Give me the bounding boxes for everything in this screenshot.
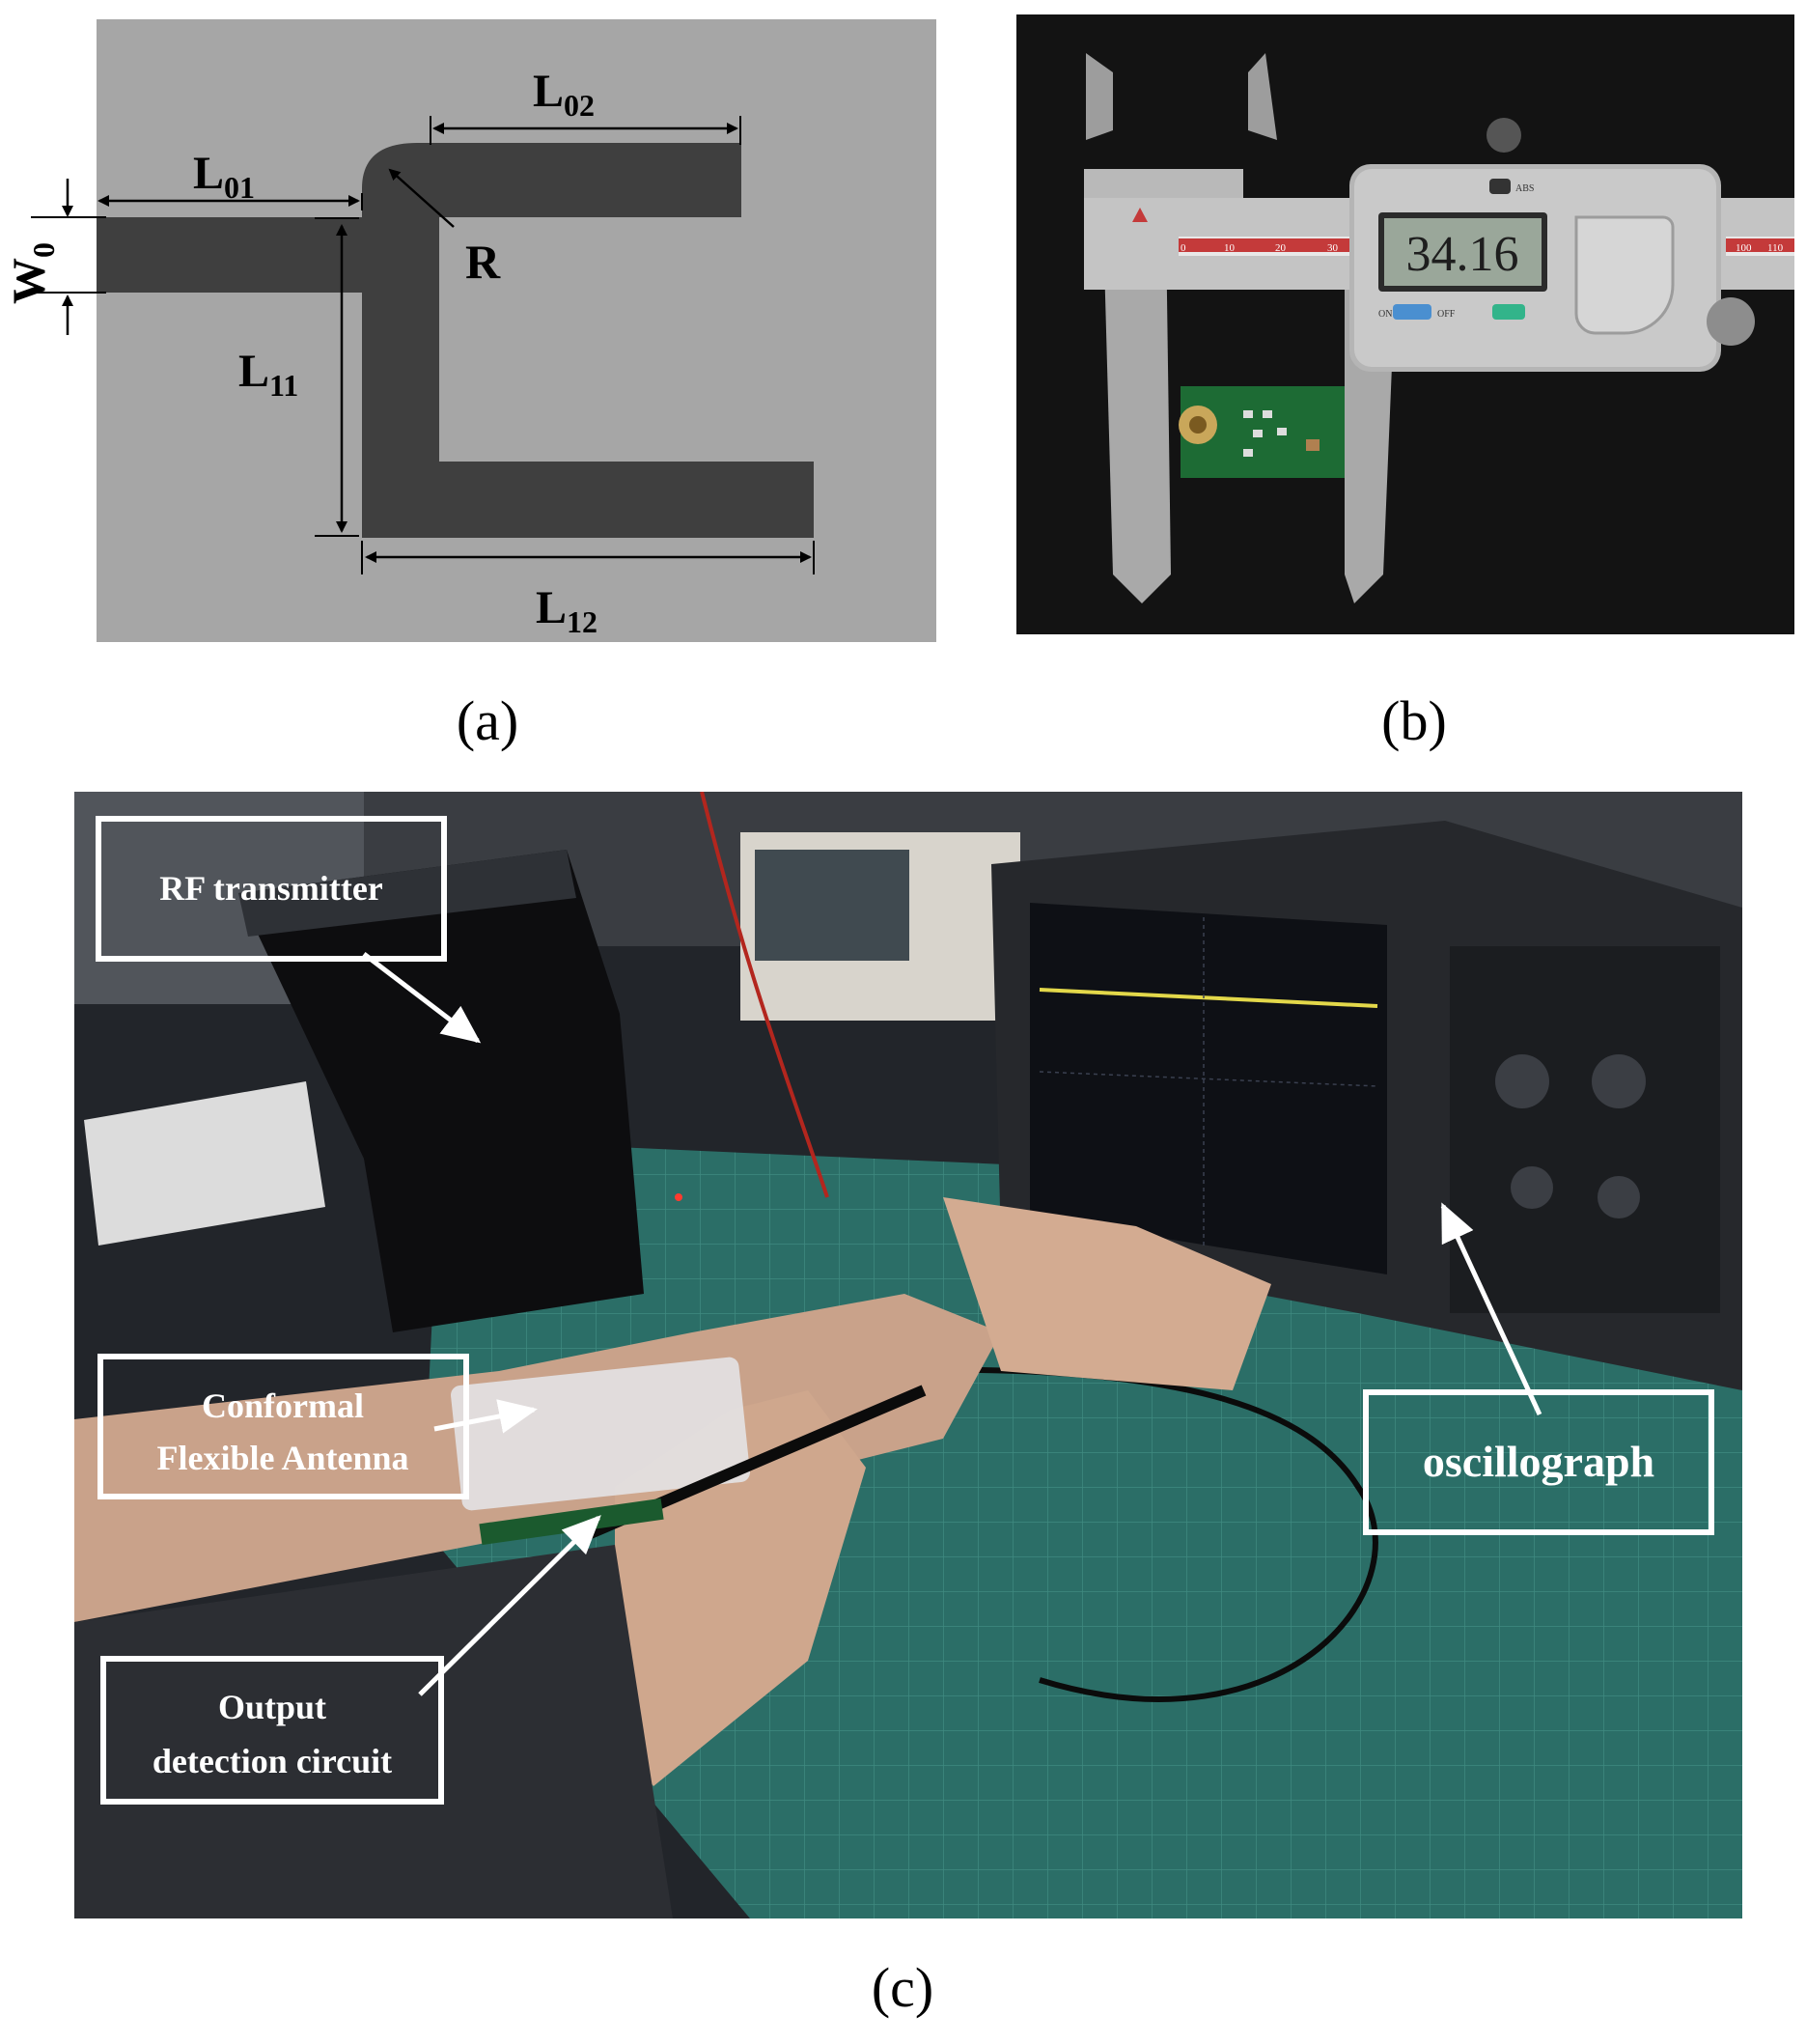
scale-number-100: 100 <box>1736 242 1752 254</box>
output-circuit-callout <box>100 1656 444 1805</box>
detection-circuit-arrow <box>418 1515 601 1696</box>
scale-number-30: 30 <box>1327 242 1339 254</box>
l12-label: L12 <box>536 582 597 639</box>
lcd-screen <box>1384 218 1542 286</box>
antenna-patch <box>451 1357 750 1511</box>
radius-pointer <box>388 168 455 228</box>
scale-number-20: 20 <box>1275 242 1287 254</box>
lcd-reading: 34.16 <box>1406 227 1519 282</box>
antenna-callout <box>97 1354 469 1499</box>
scope-knob-3-icon <box>1511 1166 1553 1209</box>
rf-transmitter-label: RF transmitter <box>159 869 383 908</box>
output-label-line1: Output <box>218 1688 326 1726</box>
thumb-roller-icon <box>1486 118 1521 153</box>
antenna-schematic-panel: L01 L02 R L11 L12 W0 <box>4 19 936 642</box>
off-label: OFF <box>1437 309 1456 320</box>
on-button <box>1393 304 1431 320</box>
scale-number-110: 110 <box>1767 242 1784 254</box>
rf-transmitter-arrow <box>362 952 482 1044</box>
oscillograph-label: oscillograph <box>1423 1437 1654 1486</box>
antenna-label-line1: Conformal <box>202 1386 364 1425</box>
upper-movable-jaw <box>1248 53 1277 140</box>
brand-logo-icon <box>1132 208 1148 222</box>
setup-illustration: RF transmitter Conformal Flexible Antenn… <box>74 792 1742 1918</box>
caption-c: (c) <box>871 1956 934 2019</box>
abs-button <box>1489 179 1511 194</box>
scope-knob-2-icon <box>1592 1054 1646 1108</box>
red-cable <box>700 792 829 1198</box>
antenna-trace <box>97 143 814 538</box>
r-label: R <box>465 235 501 289</box>
caption-b: (b) <box>1381 689 1447 752</box>
substrate-background <box>97 19 936 642</box>
battery-cover <box>1574 215 1675 335</box>
on-label: ON <box>1378 309 1392 320</box>
scope-knob-1-icon <box>1495 1054 1549 1108</box>
oscillograph-callout <box>1363 1389 1714 1535</box>
scope-control-panel <box>1450 946 1720 1313</box>
scale-strip <box>1179 238 1372 252</box>
left-hand <box>943 1197 1271 1390</box>
right-hand <box>615 1390 866 1786</box>
scale-strip-right <box>1726 238 1794 252</box>
antenna-label-line2: Flexible Antenna <box>156 1439 408 1477</box>
w0-dimension: W0 <box>4 179 106 335</box>
caliper-photo: 0 10 20 30 100 110 34.16 ON OFF ABS <box>1016 14 1794 634</box>
transmitter-led <box>675 1193 682 1201</box>
abs-label: ABS <box>1515 183 1534 194</box>
l02-label: L02 <box>533 66 595 123</box>
caliper-illustration: 0 10 20 30 100 110 34.16 ON OFF ABS <box>1016 14 1794 634</box>
lock-screw-icon <box>1707 297 1755 346</box>
rf-transmitter-callout <box>96 816 447 962</box>
white-component <box>84 1081 325 1246</box>
output-label-line2: detection circuit <box>153 1742 392 1780</box>
oscillograph-arrow <box>1440 1202 1542 1416</box>
antenna-arrow <box>433 1399 538 1434</box>
signal-trace <box>1039 988 1378 1008</box>
lower-fixed-jaw <box>1103 227 1171 603</box>
zero-button <box>1492 304 1525 320</box>
rf-transmitter-box <box>238 850 644 1332</box>
antenna-schematic: L01 L02 R L11 L12 <box>97 19 936 642</box>
upper-fixed-jaw <box>1086 53 1113 140</box>
l01-label: L01 <box>193 148 255 205</box>
scope-knob-4-icon <box>1598 1176 1640 1218</box>
l11-label: L11 <box>238 346 298 403</box>
oscilloscope-screen <box>1030 903 1387 1274</box>
caption-a: (a) <box>456 689 519 752</box>
scale-number-0: 0 <box>1181 242 1186 254</box>
measurement-setup-photo: RF transmitter Conformal Flexible Antenn… <box>74 792 1742 1918</box>
sleeve <box>74 1545 673 1918</box>
scale-number-10: 10 <box>1224 242 1236 254</box>
w0-label: W0 <box>4 242 61 304</box>
